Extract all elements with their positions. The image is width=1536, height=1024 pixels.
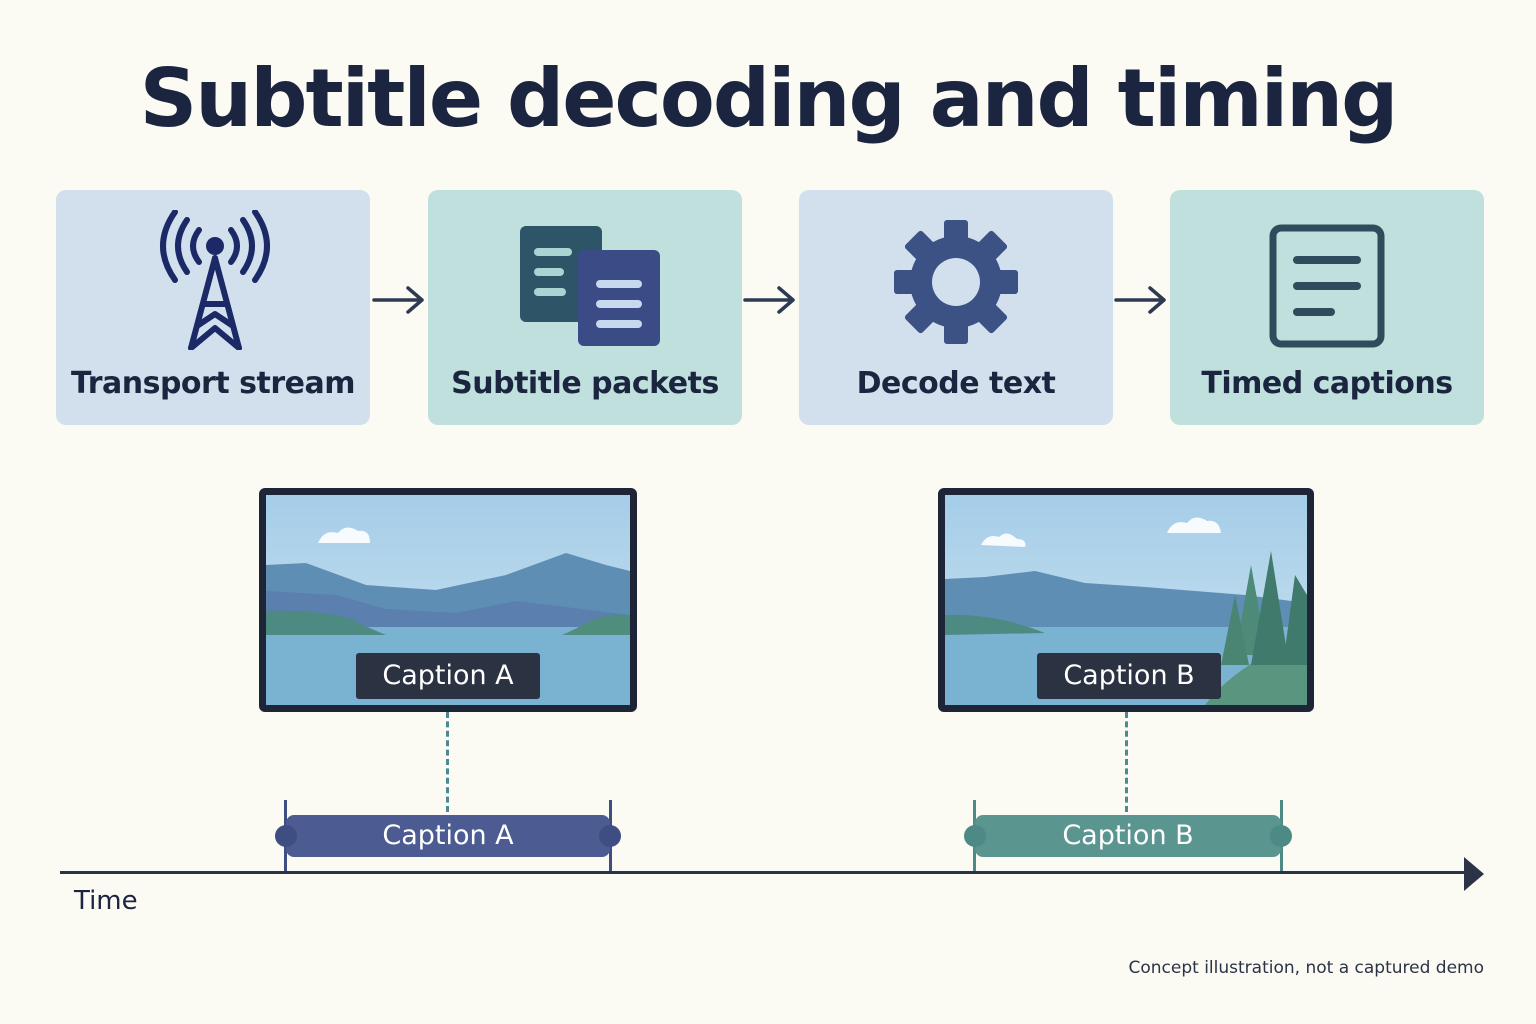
stage-decode-text [799,190,1113,425]
axis-arrowhead-icon [1464,857,1484,891]
stage-label: Subtitle packets [451,366,719,401]
bar-end-handle [1270,825,1292,847]
stage-label: Transport stream [71,366,355,401]
bar-end-handle [599,825,621,847]
gear-icon [799,210,1113,350]
stage-timed-captions [1170,190,1484,425]
caption-b-bar: Caption B [975,815,1281,857]
stage-label: Timed captions [1201,366,1453,401]
time-axis [60,871,1470,874]
bar-start-handle [964,825,986,847]
dashed-connector [446,712,449,812]
stage-label: Decode text [856,366,1056,401]
arrow-right-icon [1114,286,1166,314]
packets-icon [428,210,742,350]
stage-subtitle-packets [428,190,742,425]
arrow-right-icon [372,286,424,314]
video-frame-a: Caption A [259,488,637,712]
on-screen-caption: Caption B [1037,653,1221,699]
bar-start-handle [275,825,297,847]
arrow-right-icon [743,286,795,314]
footnote: Concept illustration, not a captured dem… [1128,958,1485,978]
video-frame-b: Caption B [938,488,1314,712]
caption-a-bar: Caption A [286,815,610,857]
on-screen-caption: Caption A [356,653,540,699]
axis-label: Time [74,886,138,916]
dashed-connector [1125,712,1128,812]
stage-transport-stream [56,190,370,425]
broadcast-tower-icon [56,210,370,350]
page-title: Subtitle decoding and timing [139,52,1399,145]
caption-document-icon [1170,210,1484,350]
